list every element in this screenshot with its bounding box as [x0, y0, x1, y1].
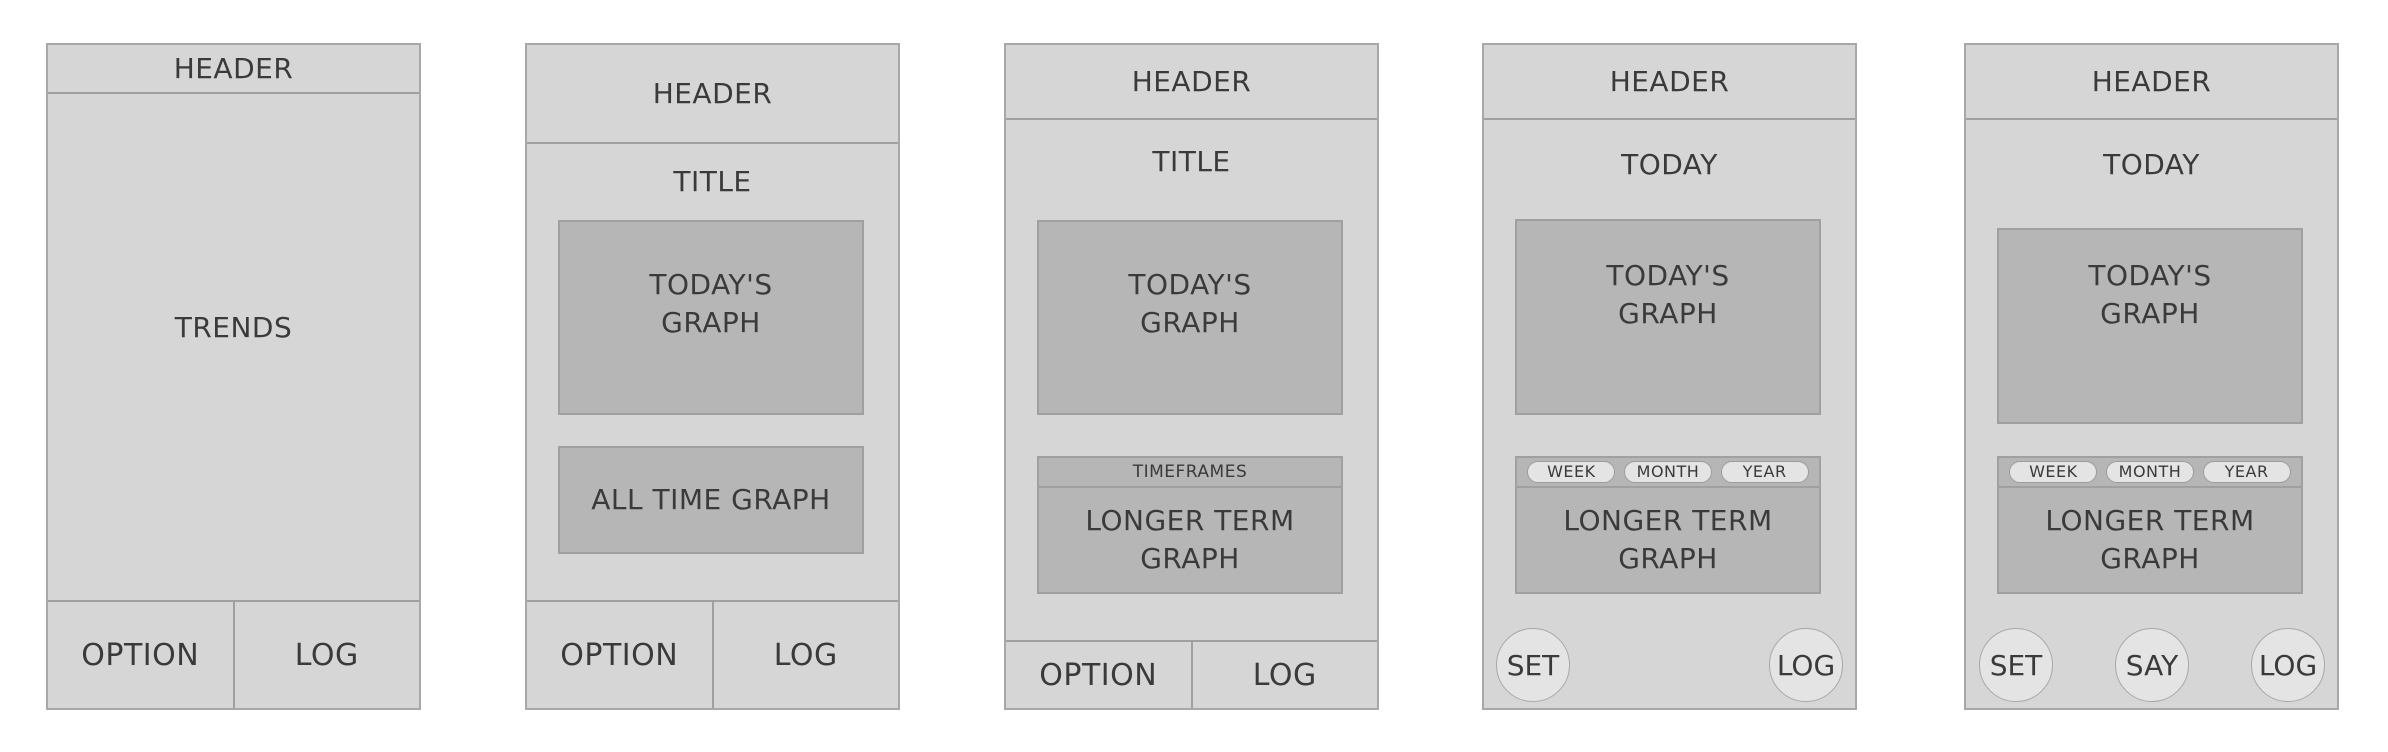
graph-label-line-1: LONGER TERM: [1563, 504, 1773, 537]
wireframe-1: HEADER TRENDS OPTION LOG: [46, 43, 421, 710]
longer-term-graph-label: LONGER TERM GRAPH: [1517, 488, 1819, 592]
header: HEADER: [1484, 45, 1855, 120]
footer-nav: OPTION LOG: [527, 600, 898, 708]
header: HEADER: [527, 45, 898, 144]
graph-label-line-2: GRAPH: [661, 306, 761, 339]
page-title: TODAY: [2103, 148, 2200, 181]
todays-graph: TODAY'S GRAPH: [558, 220, 864, 415]
log-button[interactable]: LOG: [1769, 628, 1843, 702]
page-title: TITLE: [1152, 145, 1231, 178]
todays-graph: TODAY'S GRAPH: [1515, 219, 1821, 415]
graph-label-line-2: GRAPH: [2100, 297, 2200, 330]
header: HEADER: [48, 45, 419, 94]
footer-nav: OPTION LOG: [48, 600, 419, 708]
month-button[interactable]: MONTH: [2105, 461, 2194, 483]
longer-term-graph: WEEK MONTH YEAR LONGER TERM GRAPH: [1515, 456, 1821, 594]
year-button[interactable]: YEAR: [1720, 461, 1809, 483]
graph-label-line-2: GRAPH: [2100, 542, 2200, 575]
graph-label-line-1: LONGER TERM: [1085, 504, 1295, 537]
set-button[interactable]: SET: [1496, 628, 1570, 702]
todays-graph: TODAY'S GRAPH: [1037, 220, 1343, 415]
option-button[interactable]: OPTION: [1039, 657, 1158, 693]
timeframes-bar[interactable]: TIMEFRAMES: [1039, 458, 1341, 488]
set-button[interactable]: SET: [1979, 628, 2053, 702]
graph-label-line-2: GRAPH: [1618, 542, 1718, 575]
longer-term-graph-label: LONGER TERM GRAPH: [1039, 488, 1341, 592]
week-button[interactable]: WEEK: [2009, 461, 2098, 483]
option-button[interactable]: OPTION: [81, 637, 200, 673]
option-button[interactable]: OPTION: [560, 637, 679, 673]
graph-label-line-1: TODAY'S: [2088, 259, 2212, 292]
graph-label-line-1: TODAY'S: [1606, 259, 1730, 292]
footer-nav: OPTION LOG: [1006, 640, 1377, 708]
trends-area: TRENDS: [174, 311, 293, 344]
month-button[interactable]: MONTH: [1623, 461, 1712, 483]
longer-term-graph: WEEK MONTH YEAR LONGER TERM GRAPH: [1997, 456, 2303, 594]
header: HEADER: [1966, 45, 2337, 120]
log-button[interactable]: LOG: [2251, 628, 2325, 702]
graph-label-line-2: GRAPH: [1140, 306, 1240, 339]
graph-label-line-1: LONGER TERM: [2045, 504, 2255, 537]
log-button[interactable]: LOG: [711, 602, 899, 708]
longer-term-graph: TIMEFRAMES LONGER TERM GRAPH: [1037, 456, 1343, 594]
todays-graph: TODAY'S GRAPH: [1997, 228, 2303, 424]
header: HEADER: [1006, 45, 1377, 120]
all-time-graph: ALL TIME GRAPH: [558, 446, 864, 554]
week-button[interactable]: WEEK: [1527, 461, 1616, 483]
page-title: TITLE: [673, 165, 752, 198]
page-title: TODAY: [1621, 148, 1718, 181]
graph-label-line-1: TODAY'S: [1128, 268, 1252, 301]
longer-term-graph-label: LONGER TERM GRAPH: [1999, 488, 2301, 592]
timeframe-selector: WEEK MONTH YEAR: [1517, 458, 1819, 488]
graph-label-line-2: GRAPH: [1618, 297, 1718, 330]
graph-label-line-2: GRAPH: [1140, 542, 1240, 575]
wireframe-2: HEADER TITLE TODAY'S GRAPH ALL TIME GRAPH…: [525, 43, 900, 710]
wireframe-3: HEADER TITLE TODAY'S GRAPH TIMEFRAMES LON…: [1004, 43, 1379, 710]
wireframe-4: HEADER TODAY TODAY'S GRAPH WEEK MONTH YEA…: [1482, 43, 1857, 710]
graph-label-line-1: TODAY'S: [649, 268, 773, 301]
timeframe-selector: WEEK MONTH YEAR: [1999, 458, 2301, 488]
log-button[interactable]: LOG: [1190, 642, 1378, 708]
log-button[interactable]: LOG: [232, 602, 420, 708]
say-button[interactable]: SAY: [2115, 628, 2189, 702]
year-button[interactable]: YEAR: [2202, 461, 2291, 483]
wireframe-5: HEADER TODAY TODAY'S GRAPH WEEK MONTH YEA…: [1964, 43, 2339, 710]
